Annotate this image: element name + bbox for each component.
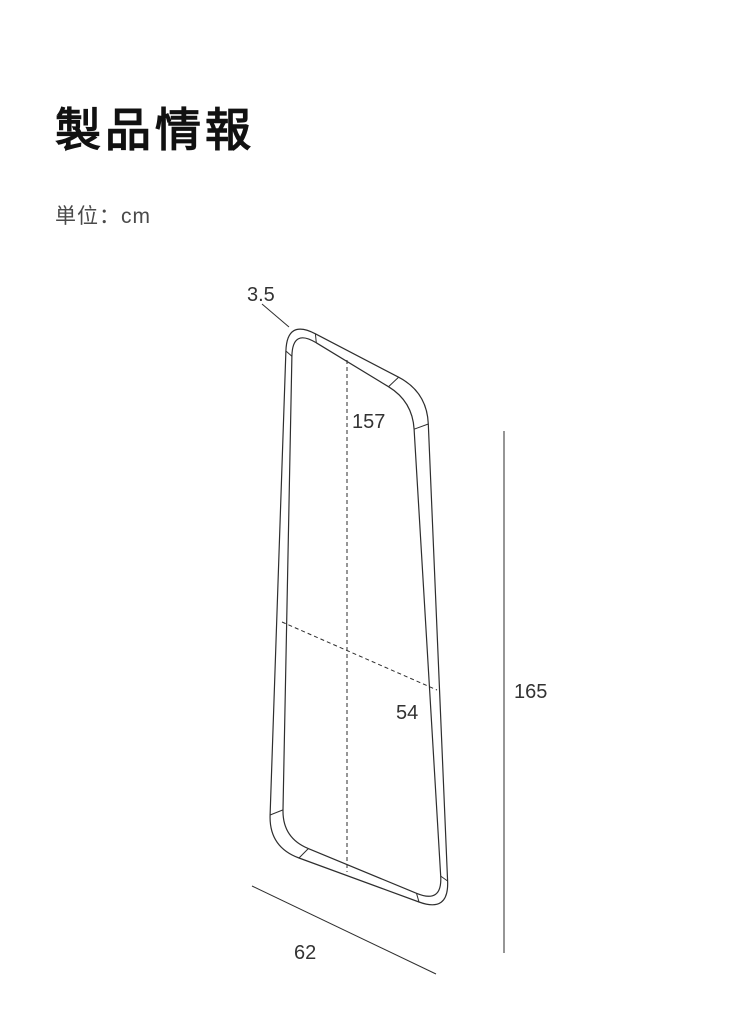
frame-thickness-label: 3.5 <box>247 284 275 306</box>
outer-height-label: 165 <box>514 681 547 703</box>
corner-joint-tick <box>416 893 420 903</box>
inner-height-label: 157 <box>352 411 385 433</box>
outer-width-label: 62 <box>294 942 316 964</box>
corner-joint-tick <box>388 376 399 388</box>
page-title: 製品情報 <box>55 104 255 156</box>
corner-joint-tick <box>269 809 284 816</box>
unit-label: 単位：cm <box>55 205 151 228</box>
corner-joint-tick <box>285 350 293 357</box>
thickness-leader-line <box>261 303 290 328</box>
inner-width-dashline <box>281 621 438 691</box>
inner-width-label: 54 <box>396 702 418 724</box>
corner-joint-tick <box>440 875 448 882</box>
corner-joint-tick <box>314 333 317 343</box>
corner-joint-tick <box>298 848 309 859</box>
outer-width-dimension-line <box>251 885 437 975</box>
corner-joint-tick <box>413 423 429 430</box>
